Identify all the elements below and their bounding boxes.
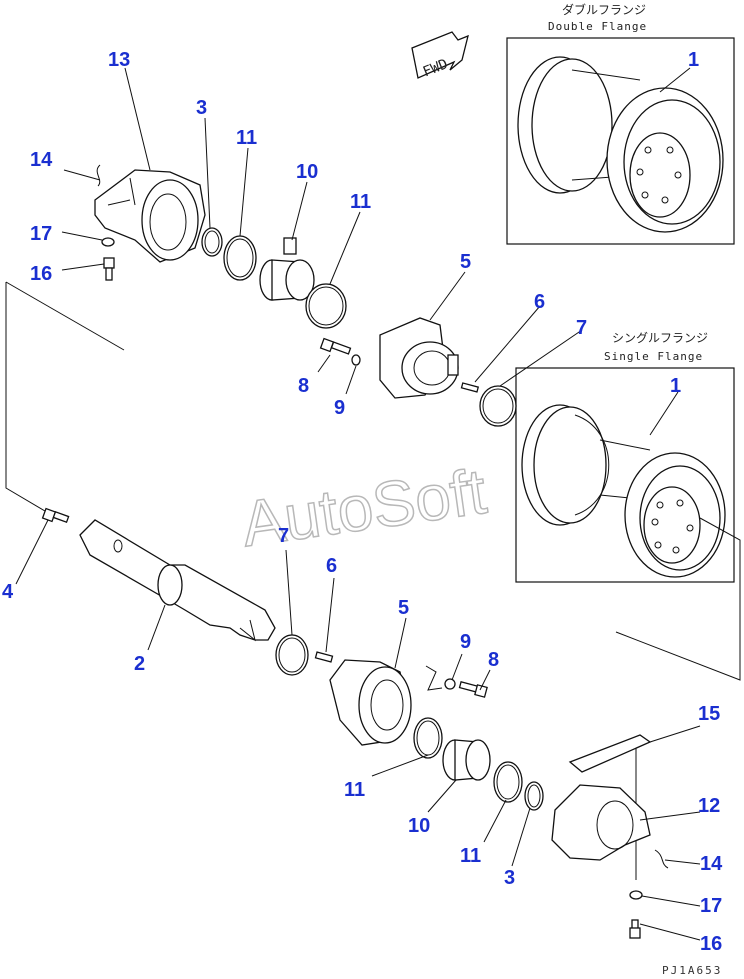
o-ring-11d-part [493, 761, 523, 803]
double-flange-roller-icon [517, 56, 724, 233]
callout-11-bottom-a: 11 [344, 779, 365, 801]
pin-6-part [460, 382, 480, 393]
bolt-16b-part [629, 919, 641, 939]
callout-10-bottom: 10 [408, 815, 430, 837]
callout-5-top: 5 [460, 251, 471, 273]
callout-7-top: 7 [576, 317, 587, 339]
bolt-16-part [103, 257, 115, 281]
callout-11-top-b: 11 [350, 191, 371, 213]
callout-14-top: 14 [30, 149, 53, 171]
callout-16-top: 16 [30, 263, 52, 285]
callout-6-bottom: 6 [326, 555, 337, 577]
callout-16-bottom: 16 [700, 933, 722, 955]
callout-13: 13 [108, 49, 130, 71]
bolt-8-part [319, 337, 352, 355]
callout-6-top: 6 [534, 291, 545, 313]
plate-15-part [568, 734, 652, 773]
callout-7-bottom: 7 [278, 525, 289, 547]
pin-6b-part [314, 651, 334, 663]
washer-9b-part [444, 678, 456, 690]
collar-5b-part [329, 659, 412, 746]
o-ring-11c-part [413, 717, 443, 759]
single-flange-jp-label: シングルフランジ [612, 331, 708, 345]
o-ring-3b-part [524, 781, 544, 811]
watermark: AutoSoft [237, 455, 490, 560]
bracket-13-part [94, 164, 206, 263]
washer-17-part [101, 237, 115, 247]
plug-4-part [41, 507, 70, 524]
callout-14-bottom: 14 [700, 853, 723, 875]
single-flange-panel: シングルフランジ Single Flange 1 [515, 331, 735, 583]
seal-10b-part [442, 739, 491, 781]
callout-11-top-a: 11 [236, 127, 257, 149]
callout-3-top: 3 [196, 97, 207, 119]
double-flange-en-label: Double Flange [548, 20, 647, 33]
callout-9-top: 9 [334, 397, 345, 419]
single-flange-en-label: Single Flange [604, 350, 703, 363]
o-ring-11b-part [305, 283, 347, 329]
callout-3-bottom: 3 [504, 867, 515, 889]
o-ring-7b-part [275, 634, 309, 676]
callout-17-bottom: 17 [700, 895, 722, 917]
leader-lines [5, 281, 741, 880]
washer-17b-part [629, 890, 643, 900]
o-ring-11-part [223, 235, 257, 281]
callout-15: 15 [698, 703, 720, 725]
callout-9-bottom: 9 [460, 631, 471, 653]
drawing-code: PJ1A653 [662, 964, 722, 977]
o-ring-3-part [201, 227, 223, 257]
callout-4: 4 [2, 581, 14, 603]
washer-9-part [351, 354, 361, 366]
callout-8-bottom: 8 [488, 649, 499, 671]
callout-2: 2 [134, 653, 145, 675]
double-flange-panel: ダブルフランジ Double Flange 1 [506, 2, 735, 245]
callout-10-top: 10 [296, 161, 318, 183]
callouts: 13 3 11 10 11 14 17 16 5 6 7 8 9 4 2 7 6… [2, 49, 723, 955]
collar-5-part [379, 317, 459, 399]
callout-1-single: 1 [670, 375, 681, 397]
callout-leaders [15, 67, 701, 941]
callout-8-top: 8 [298, 375, 309, 397]
bracket-12-part [551, 784, 669, 869]
callout-12: 12 [698, 795, 720, 817]
seal-10-part [259, 237, 315, 301]
callout-11-bottom-b: 11 [460, 845, 481, 867]
callout-17-top: 17 [30, 223, 52, 245]
double-flange-jp-label: ダブルフランジ [562, 2, 646, 17]
shaft-2-part [79, 519, 276, 642]
callout-5-bottom: 5 [398, 597, 409, 619]
o-ring-7-part [479, 385, 517, 427]
single-flange-roller-icon [521, 404, 726, 578]
fwd-arrow-icon: FWD [411, 31, 469, 80]
callout-1-double: 1 [688, 49, 699, 71]
